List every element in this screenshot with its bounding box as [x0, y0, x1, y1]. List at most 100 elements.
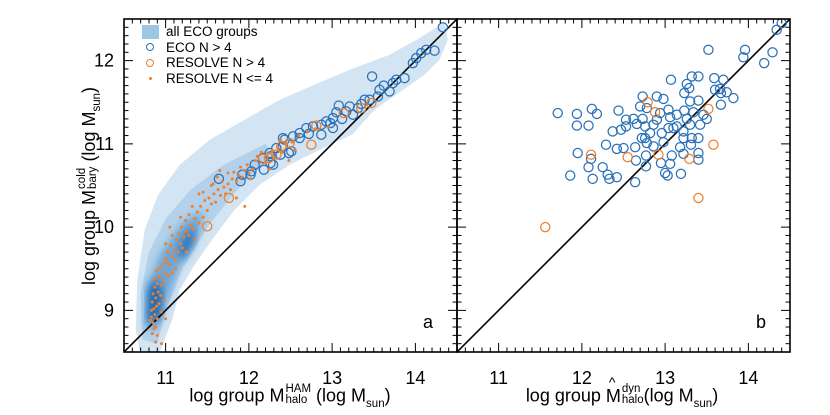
point-resolve-n-4 — [263, 152, 275, 164]
xb-title-unit-close: ) — [712, 385, 719, 406]
point-eco-n-4 — [611, 171, 623, 183]
point-resolve-n-4 — [199, 204, 203, 208]
point-resolve-n-4 — [179, 242, 183, 246]
point-resolve-n-4 — [152, 307, 156, 311]
point-resolve-n-4 — [257, 153, 269, 165]
point-resolve-n-4 — [540, 221, 551, 233]
y-tick-label: 9 — [104, 300, 114, 320]
xa-title-sub: halo — [285, 393, 308, 406]
point-resolve-n-4 — [313, 127, 317, 131]
point-resolve-n-4 — [159, 342, 163, 346]
point-eco-n-4 — [236, 169, 248, 180]
xa-title-unit-close: ) — [384, 385, 391, 406]
point-eco-n-4 — [684, 96, 696, 107]
point-resolve-n-4 — [154, 304, 158, 308]
y-tick-label: 12 — [94, 51, 114, 71]
point-resolve-n-4 — [180, 246, 184, 250]
point-resolve-n-4 — [232, 170, 236, 174]
point-resolve-n-4 — [268, 167, 272, 171]
point-eco-n-4 — [664, 158, 676, 170]
point-eco-n-4 — [703, 44, 714, 56]
point-eco-n-4 — [675, 168, 687, 180]
point-eco-n-4 — [303, 128, 315, 140]
point-resolve-n-4 — [237, 174, 241, 178]
point-resolve-n-4 — [276, 146, 280, 150]
point-eco-n-4 — [663, 122, 674, 134]
point-eco-n-4 — [679, 87, 690, 99]
point-eco-n-4 — [686, 71, 697, 82]
point-resolve-n-4 — [187, 233, 191, 237]
density-contour-level-4 — [178, 227, 195, 259]
point-resolve-n-4 — [157, 302, 161, 306]
point-resolve-n-4 — [176, 250, 180, 254]
x-tick-label: 14 — [405, 368, 425, 388]
point-eco-n-4 — [771, 24, 782, 36]
x-tick-label: 12 — [239, 368, 259, 388]
point-resolve-n-4 — [218, 169, 222, 173]
point-eco-n-4 — [685, 139, 697, 150]
point-resolve-n-4 — [184, 218, 188, 222]
point-resolve-n-4 — [170, 233, 174, 237]
x-tick-label: 13 — [322, 368, 342, 388]
point-eco-n-4 — [718, 74, 729, 85]
point-resolve-n-4 — [162, 298, 166, 302]
point-eco-n-4 — [629, 176, 641, 188]
point-eco-n-4 — [651, 114, 663, 125]
point-eco-n-4 — [301, 122, 312, 134]
legend-label: RESOLVE N <= 4 — [166, 70, 274, 86]
point-eco-n-4 — [552, 107, 563, 119]
point-resolve-n-4 — [150, 300, 154, 304]
point-eco-n-4 — [331, 107, 342, 118]
point-resolve-n-4 — [184, 229, 188, 233]
point-resolve-n-4 — [164, 257, 168, 261]
point-resolve-n-4 — [154, 325, 158, 329]
point-eco-n-4 — [564, 170, 576, 181]
panel-b-plot-area — [457, 19, 790, 352]
point-eco-n-4 — [648, 141, 659, 152]
point-resolve-n-4 — [201, 215, 205, 219]
point-eco-n-4 — [639, 121, 651, 132]
point-resolve-n-4 — [154, 268, 158, 272]
point-resolve-n-4 — [649, 107, 661, 118]
point-resolve-n-4 — [243, 169, 247, 173]
point-resolve-n-4 — [151, 321, 155, 325]
point-eco-n-4 — [693, 95, 704, 106]
point-eco-n-4 — [678, 132, 689, 144]
point-resolve-n-4 — [265, 152, 269, 156]
point-eco-n-4 — [399, 72, 410, 84]
point-resolve-n-4 — [155, 317, 159, 321]
point-resolve-n-4 — [259, 150, 263, 154]
point-eco-n-4 — [739, 44, 751, 56]
point-eco-n-4 — [613, 105, 624, 116]
point-eco-n-4 — [583, 161, 594, 173]
point-eco-n-4 — [407, 57, 419, 69]
point-eco-n-4 — [275, 149, 286, 160]
point-resolve-n-4 — [223, 192, 235, 204]
point-eco-n-4 — [776, 19, 787, 29]
point-eco-n-4 — [356, 98, 367, 110]
x-tick-label: 11 — [156, 368, 175, 388]
point-resolve-n-4 — [160, 263, 164, 267]
point-eco-n-4 — [684, 119, 696, 130]
xb-title-letter: M — [605, 385, 621, 406]
point-eco-n-4 — [607, 126, 618, 137]
point-eco-n-4 — [283, 147, 295, 159]
point-resolve-n-4 — [280, 150, 284, 154]
legend: all ECO groups ECO N > 4 RESOLVE N > 4 R… — [138, 24, 273, 86]
point-eco-n-4 — [587, 173, 598, 185]
point-resolve-n-4 — [243, 204, 247, 208]
legend-label: all ECO groups — [166, 24, 258, 40]
point-eco-n-4 — [686, 132, 697, 144]
point-eco-n-4 — [693, 154, 704, 165]
point-eco-n-4 — [384, 86, 395, 97]
point-eco-n-4 — [738, 52, 749, 63]
point-resolve-n-4 — [149, 315, 153, 319]
point-resolve-n-4 — [264, 160, 268, 164]
point-eco-n-4 — [572, 147, 583, 159]
point-eco-n-4 — [714, 83, 726, 95]
point-resolve-n-4 — [159, 283, 163, 287]
point-resolve-n-4 — [693, 192, 704, 204]
